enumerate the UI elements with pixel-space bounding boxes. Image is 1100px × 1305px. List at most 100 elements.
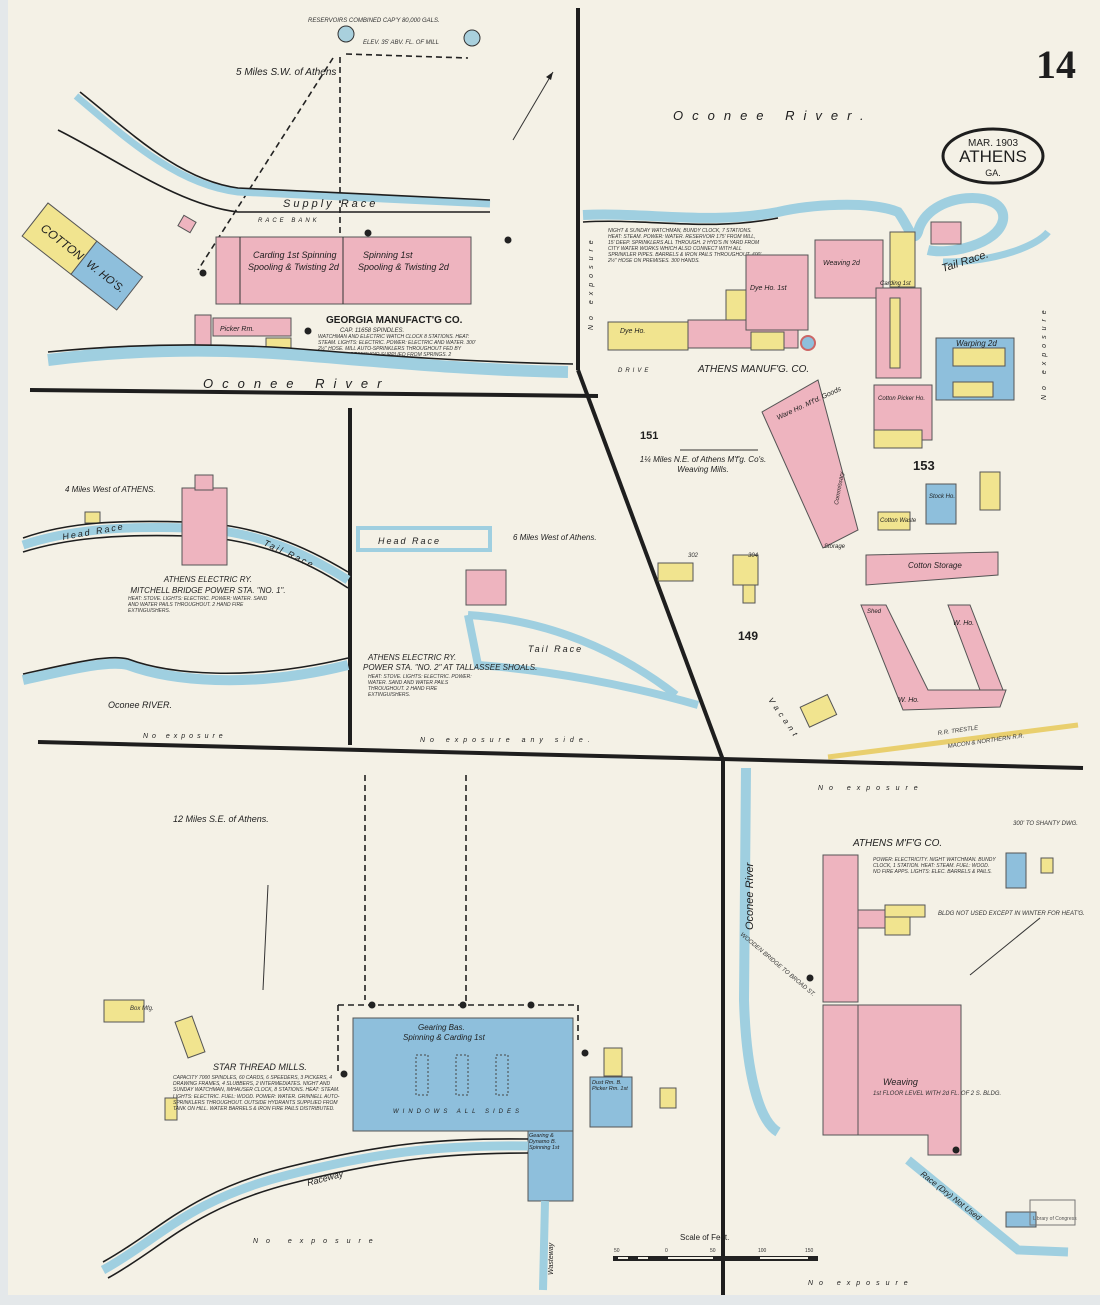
warehouse-mfd-goods — [761, 379, 859, 549]
svg-text:Carding 1st: Carding 1st — [880, 281, 911, 287]
reservoir-note: RESERVOIRS COMBINED CAP'Y 80,000 GALS. — [308, 18, 440, 24]
hydrant-icon — [364, 229, 372, 237]
race-bank-label: RACE BANK — [258, 218, 320, 224]
boiler-house — [174, 1015, 206, 1059]
svg-text:No exposure: No exposure — [588, 235, 595, 330]
tenement — [1005, 1211, 1037, 1228]
svg-text:50: 50 — [614, 1248, 620, 1254]
star-thread-main-mill — [352, 1017, 574, 1132]
water-pipe — [337, 775, 579, 1075]
block-number: 151 — [640, 430, 658, 442]
hydrant-icon — [952, 1146, 960, 1154]
company-name: ATHENS MANUF'G. CO. — [697, 364, 809, 375]
library-stamp — [1029, 1199, 1076, 1226]
svg-text:Vacant: Vacant — [766, 696, 801, 741]
panel-athens-mfg: Oconee River. Tail Race. NIGHT & SUNDAY … — [582, 108, 1079, 760]
location-label: 12 Miles S.E. of Athens. — [173, 814, 269, 824]
hydrant-icon — [527, 1001, 535, 1009]
svg-text:Scale of Feet.: Scale of Feet. — [680, 1233, 729, 1242]
hydrant-icon — [368, 1001, 376, 1009]
head-race-water — [356, 526, 492, 552]
svg-text:No exposure: No exposure — [143, 733, 227, 740]
dwelling — [799, 693, 838, 728]
svg-text:Library of Congress: Library of Congress — [1033, 1216, 1077, 1222]
svg-text:300' TO SHANTY DWG.: 300' TO SHANTY DWG. — [1013, 821, 1078, 827]
svg-text:Picker Rm.: Picker Rm. — [220, 326, 254, 333]
company-name: ATHENS M'F'G CO. — [852, 838, 942, 849]
tail-race-water — [467, 611, 679, 699]
scale-bar: Scale of Feet. 50 0 50 100 150 — [613, 1233, 818, 1261]
svg-text:No exposure: No exposure — [808, 1280, 914, 1287]
mill-floor-label: Spinning 1st — [363, 250, 413, 260]
weaving-tower-wing — [822, 854, 859, 1003]
svg-text:DRIVE: DRIVE — [618, 368, 651, 374]
hydrant-icon — [806, 974, 814, 982]
svg-text:Weaving 2d: Weaving 2d — [823, 260, 861, 267]
hydrant-icon — [340, 1070, 348, 1078]
svg-text:Dye Ho.: Dye Ho. — [620, 328, 645, 335]
race-label: Race (Dry) Not Used — [919, 1169, 983, 1222]
company-name: GEORGIA MANUFACT'G CO. — [326, 315, 463, 326]
supply-race-label: Supply Race — [283, 198, 378, 210]
reservoir-icon — [463, 29, 481, 47]
state-name: GA. — [985, 168, 1001, 178]
svg-text:Cotton Picker Ho.: Cotton Picker Ho. — [878, 396, 925, 402]
svg-text:Dye Ho. 1st: Dye Ho. 1st — [750, 285, 788, 292]
block-number: 149 — [738, 629, 758, 643]
block-number: 153 — [913, 458, 935, 473]
elevation-note: ELEV. 35' ABV. FL. OF MILL — [363, 40, 439, 46]
hydrant-icon — [504, 236, 512, 244]
sanborn-map: 14 MAR. 1903 ATHENS GA. RESERVOIRS COMBI… — [21, 8, 1085, 1295]
water-pipe — [197, 53, 469, 271]
svg-text:R.R. TRESTLE: R.R. TRESTLE — [937, 725, 979, 737]
power-station-building — [465, 569, 507, 606]
hydrant-icon — [304, 327, 312, 335]
picker-room — [589, 1076, 633, 1128]
north-arrow-icon — [512, 71, 554, 141]
svg-text:0: 0 — [665, 1248, 668, 1254]
svg-text:Spinning & Carding 1st: Spinning & Carding 1st — [403, 1033, 486, 1042]
cotton-warehouse: COTTON W. HO'S. — [21, 202, 144, 311]
sheet-number: 14 — [1036, 42, 1076, 87]
mill-floor-label: Carding 1st Spinning — [253, 250, 337, 260]
svg-text:Box Mfg.: Box Mfg. — [130, 1006, 154, 1012]
svg-text:No exposure: No exposure — [253, 1238, 381, 1245]
cotton-shed — [659, 1087, 677, 1109]
svg-text:Warping 2d: Warping 2d — [956, 339, 997, 348]
fire-protection-notes: NIGHT & SUNDAY WATCHMAN, BUNDY CLOCK, 7 … — [608, 228, 762, 264]
tenements — [1005, 852, 1027, 889]
cotton-storage — [865, 551, 999, 586]
svg-text:Commissary: Commissary — [834, 470, 846, 505]
race-bank — [79, 91, 491, 201]
title-cartouche — [941, 127, 1045, 185]
river-label: Oconee River — [203, 376, 390, 391]
panel-power-station-1: 4 Miles West of ATHENS. Head Race Tail R… — [21, 474, 351, 740]
dye-house — [607, 321, 689, 351]
hydrant-icon — [199, 269, 207, 277]
river-water — [738, 767, 781, 1137]
river-water — [47, 344, 569, 378]
svg-text:Stock Ho.: Stock Ho. — [929, 494, 955, 500]
svg-text:1st FLOOR LEVEL WITH 2d FL. OF: 1st FLOOR LEVEL WITH 2d FL. OF 2 S. BLDG… — [873, 1091, 1001, 1097]
warehouse-south — [860, 604, 1007, 711]
panel-border — [29, 388, 599, 398]
vacant-building — [930, 221, 962, 245]
river-label: Oconee RIVER. — [108, 700, 172, 710]
waste-shed — [603, 1047, 623, 1077]
svg-text:CAP. 11658 SPINDLES.: CAP. 11658 SPINDLES. — [340, 328, 404, 334]
river-label: Oconee River — [744, 861, 756, 930]
weaving-west-wing — [822, 1004, 859, 1136]
station-name: ATHENS ELECTRIC RY. — [163, 575, 252, 584]
svg-text:W. Ho.: W. Ho. — [953, 620, 974, 627]
picker-room — [212, 317, 292, 337]
north-arrow-icon — [262, 884, 269, 991]
race-bank — [57, 129, 490, 213]
panel-border — [576, 369, 725, 761]
supply-race-water — [73, 93, 491, 208]
stock-house — [925, 483, 957, 525]
panel-star-thread: 12 Miles S.E. of Athens. Box Mfg. Gearin… — [100, 775, 677, 1291]
north-arrow-icon — [969, 917, 1041, 976]
panel-athens-mfg-south: Oconee River WOODEN BRIDGE TO BROAD ST. … — [738, 767, 1085, 1287]
dwelling — [657, 562, 694, 582]
panel-georgia-mfg: RESERVOIRS COMBINED CAP'Y 80,000 GALS. E… — [21, 18, 574, 391]
